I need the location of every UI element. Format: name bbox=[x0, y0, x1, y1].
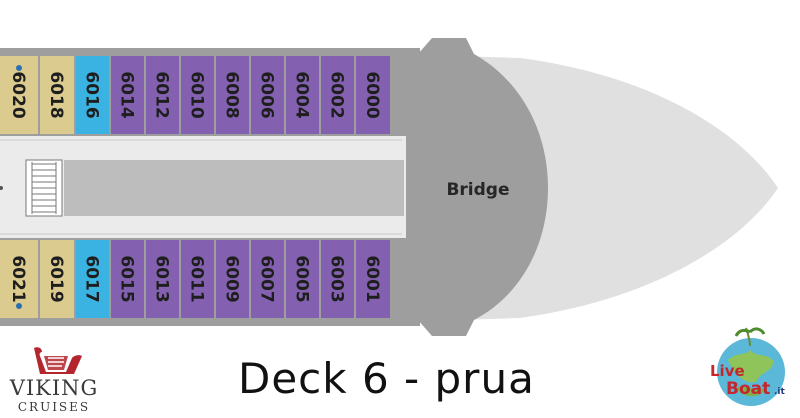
viking-logo-sub: CRUISES bbox=[17, 400, 91, 414]
cabin-number-6003: 6003 bbox=[327, 255, 347, 302]
cabin-6011[interactable] bbox=[181, 240, 214, 318]
cabin-number-6021: 6021 bbox=[8, 255, 28, 302]
bridge-block bbox=[392, 38, 548, 336]
cabin-number-6005: 6005 bbox=[292, 255, 312, 302]
cabin-number-6013: 6013 bbox=[152, 255, 172, 302]
edge-marker bbox=[0, 186, 3, 190]
viking-cruises-logo: VIKING CRUISES bbox=[4, 344, 104, 418]
cabin-6010[interactable] bbox=[181, 56, 214, 134]
cabin-6003[interactable] bbox=[321, 240, 354, 318]
hull-top bbox=[0, 48, 420, 56]
cabin-6001[interactable] bbox=[356, 240, 390, 318]
cabin-6018[interactable] bbox=[40, 56, 74, 134]
hull-bottom bbox=[0, 318, 420, 326]
cabin-6004[interactable] bbox=[286, 56, 319, 134]
viking-ship-icon bbox=[34, 347, 82, 374]
svg-text:Live: Live bbox=[710, 362, 745, 380]
cabin-number-6011: 6011 bbox=[187, 255, 207, 302]
bridge-label: Bridge bbox=[446, 180, 509, 200]
cabin-number-6007: 6007 bbox=[257, 255, 277, 302]
cabin-6015[interactable] bbox=[111, 240, 144, 318]
cabin-number-6014: 6014 bbox=[117, 71, 137, 118]
cabin-6006[interactable] bbox=[251, 56, 284, 134]
cabin-number-6015: 6015 bbox=[117, 255, 137, 302]
cabin-number-6000: 6000 bbox=[362, 71, 382, 118]
svg-text:Boat: Boat bbox=[726, 379, 770, 399]
cabin-number-6018: 6018 bbox=[46, 71, 66, 118]
cabin-number-6004: 6004 bbox=[292, 71, 312, 118]
cabin-6002[interactable] bbox=[321, 56, 354, 134]
cabin-6013[interactable] bbox=[146, 240, 179, 318]
svg-text:.it: .it bbox=[774, 387, 786, 397]
viking-logo-name: VIKING bbox=[9, 376, 99, 400]
cabin-number-6019: 6019 bbox=[46, 255, 66, 302]
cabin-6017[interactable] bbox=[76, 240, 109, 318]
accessible-cabin-dot bbox=[16, 303, 22, 309]
liveboat-globe-icon: Live Boat .it bbox=[710, 327, 786, 406]
cabin-6007[interactable] bbox=[251, 240, 284, 318]
cabin-number-6001: 6001 bbox=[362, 255, 382, 302]
cabin-6014[interactable] bbox=[111, 56, 144, 134]
cabin-6000[interactable] bbox=[356, 56, 390, 134]
cabin-number-6010: 6010 bbox=[187, 71, 207, 118]
cabin-number-6016: 6016 bbox=[82, 71, 102, 118]
accessible-cabin-dot bbox=[16, 65, 22, 71]
cabin-6005[interactable] bbox=[286, 240, 319, 318]
cabin-6009[interactable] bbox=[216, 240, 249, 318]
central-core bbox=[64, 160, 404, 216]
cabin-6016[interactable] bbox=[76, 56, 109, 134]
cabin-6019[interactable] bbox=[40, 240, 74, 318]
cabin-6008[interactable] bbox=[216, 56, 249, 134]
cabin-number-6017: 6017 bbox=[82, 255, 102, 302]
cabin-number-6009: 6009 bbox=[222, 255, 242, 302]
cabin-number-6002: 6002 bbox=[327, 71, 347, 118]
liveboat-logo: Live Boat .it bbox=[706, 322, 796, 412]
cabins: 6020 6018 6016 6014 6012 6010 6008 6006 6004 6002… bbox=[0, 56, 390, 318]
staircase bbox=[25, 159, 63, 217]
cabin-number-6012: 6012 bbox=[152, 71, 172, 118]
cabin-number-6020: 6020 bbox=[8, 71, 28, 118]
deck-title: Deck 6 - prua bbox=[238, 354, 535, 403]
cabin-number-6008: 6008 bbox=[222, 71, 242, 118]
cabin-6012[interactable] bbox=[146, 56, 179, 134]
cabin-number-6006: 6006 bbox=[257, 71, 277, 118]
